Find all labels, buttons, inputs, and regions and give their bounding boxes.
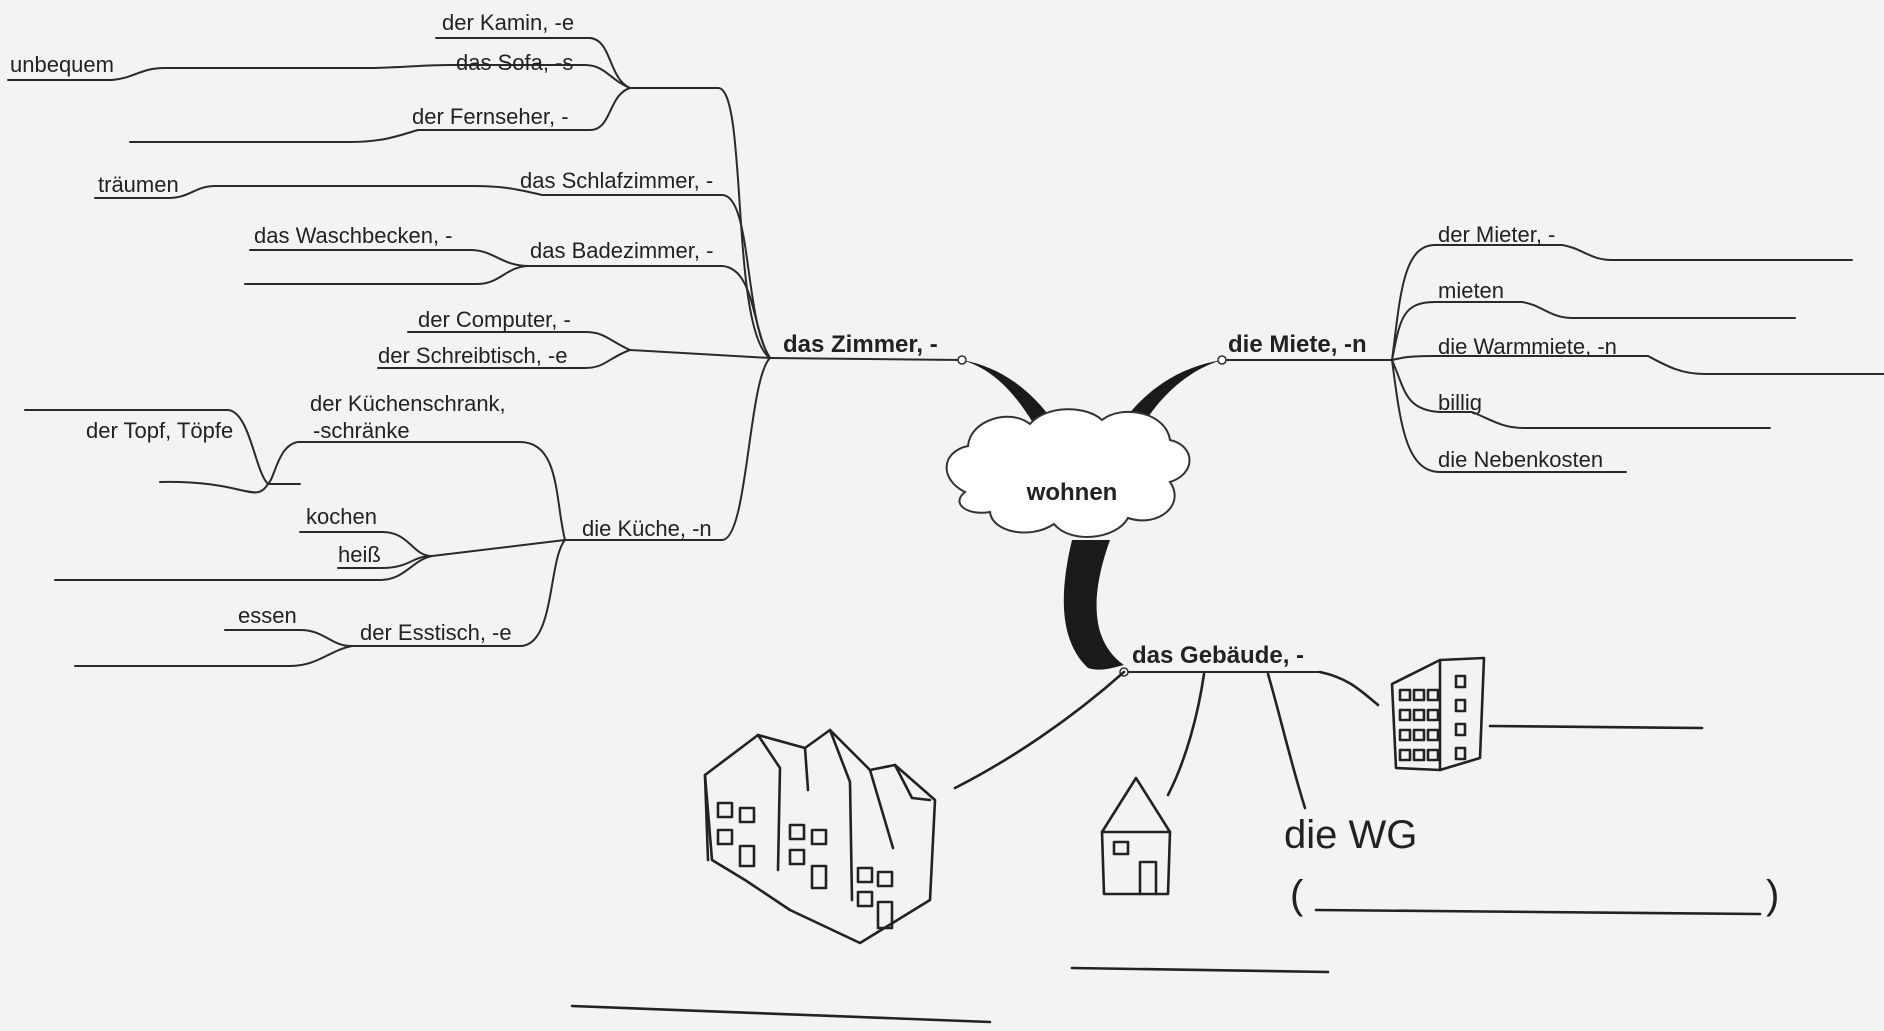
word-esstisch: der Esstisch, -e <box>360 620 512 645</box>
word-heiss: heiß <box>338 542 381 567</box>
apartment-block-drawing <box>1390 656 1486 772</box>
word-kuechenschrank-1: der Küchenschrank, <box>310 391 506 416</box>
zimmer-label: das Zimmer, - <box>783 331 938 358</box>
center-cloud <box>945 408 1191 538</box>
word-kuechenschrank-2: -schränke <box>313 418 410 443</box>
word-wg: die WG <box>1284 813 1417 857</box>
word-topf: der Topf, Töpfe <box>86 418 233 443</box>
blank-house <box>1070 966 1330 974</box>
word-warmmiete: die Warmmiete, -n <box>1438 334 1617 359</box>
miete-label: die Miete, -n <box>1228 331 1367 358</box>
zimmer-line <box>769 357 963 361</box>
center-label: wohnen <box>1026 479 1118 506</box>
blank-row-houses <box>570 1004 992 1024</box>
word-schreibtisch: der Schreibtisch, -e <box>378 343 568 368</box>
house-drawing <box>1100 776 1172 896</box>
blank-wg <box>1314 908 1762 916</box>
word-badezimmer: das Badezimmer, - <box>530 238 713 263</box>
gebaeude-label: das Gebäude, - <box>1132 642 1304 669</box>
zimmer-knot <box>957 355 967 365</box>
miete-branches: der Mieter, - mieten die Warmmiete, -n b… <box>1391 222 1884 473</box>
gebaeude-branches <box>953 670 1380 810</box>
word-fernseher: der Fernseher, - <box>412 104 569 129</box>
miete-knot <box>1217 355 1227 365</box>
wg-paren-open: ( <box>1290 873 1304 917</box>
word-nebenkosten: die Nebenkosten <box>1438 447 1603 472</box>
blank-apartment <box>1488 724 1704 730</box>
word-essen: essen <box>238 603 297 628</box>
word-kueche: die Küche, -n <box>582 516 712 541</box>
word-computer: der Computer, - <box>418 307 571 332</box>
word-kamin: der Kamin, -e <box>442 10 574 35</box>
answer-blanks <box>570 724 1762 1024</box>
zimmer-branches: der Kamin, -e das Sofa, -s unbequem der … <box>7 10 771 667</box>
word-traeumen: träumen <box>98 172 179 197</box>
word-unbequem: unbequem <box>10 52 114 77</box>
word-kochen: kochen <box>306 504 377 529</box>
connector-gebaeude <box>1063 540 1124 670</box>
word-sofa: das Sofa, -s <box>456 50 573 75</box>
word-schlafzimmer: das Schlafzimmer, - <box>520 168 713 193</box>
word-billig: billig <box>1438 390 1482 415</box>
word-waschbecken: das Waschbecken, - <box>254 223 453 248</box>
wg-paren-close: ) <box>1766 873 1779 917</box>
word-mieten: mieten <box>1438 278 1504 303</box>
word-mieter: der Mieter, - <box>1438 222 1555 247</box>
row-houses-drawing <box>703 728 937 945</box>
